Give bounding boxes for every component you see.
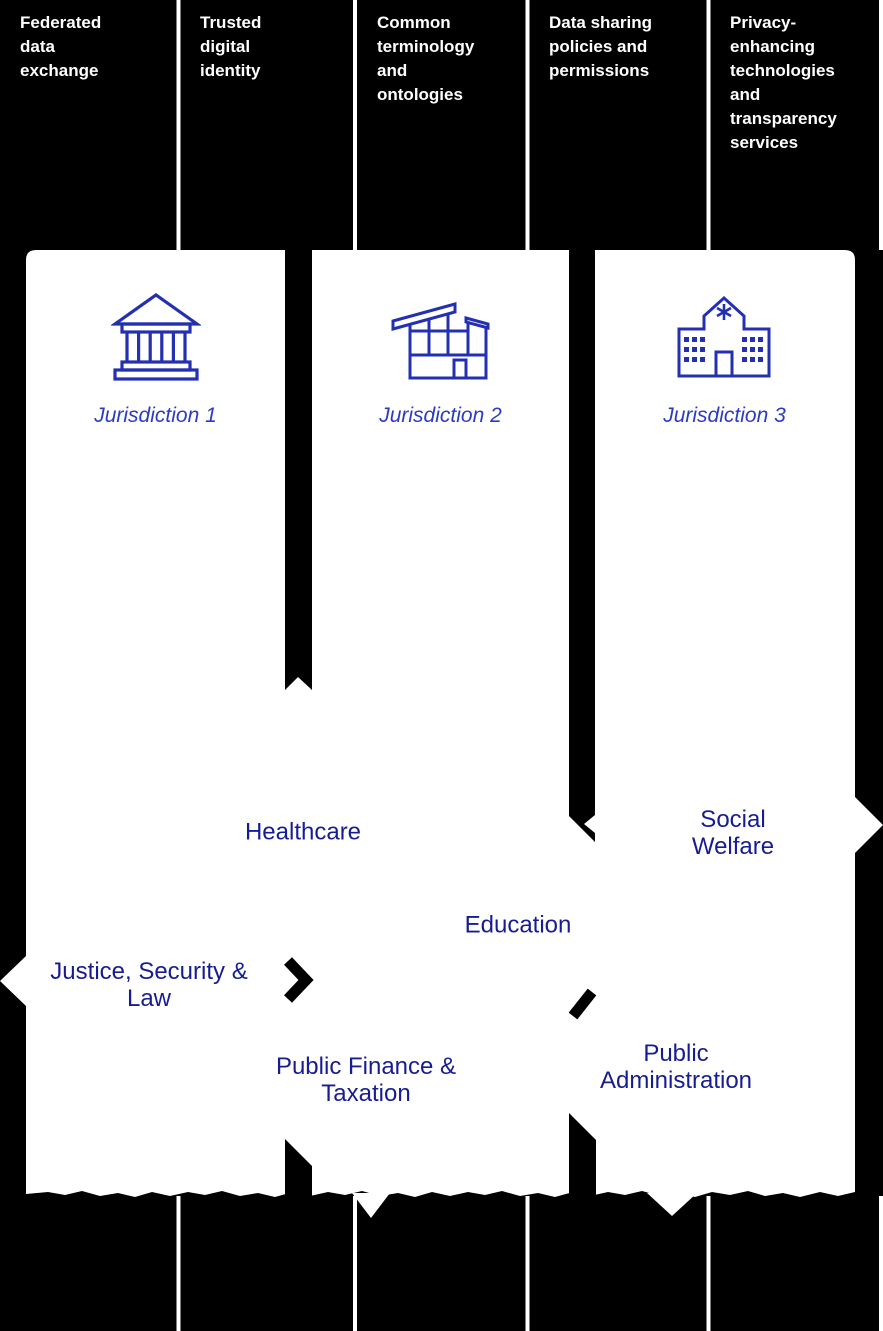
down-arrow-notch-1 [352,1193,390,1218]
top-column-data-sharing-policies: Data sharing policies and permissions [549,13,652,80]
sector-public-administration: Public Administration [599,1040,753,1094]
sector-justice-security-law: Justice, Security & Law [50,958,248,1012]
jurisdiction-2-label: Jurisdiction 2 [379,404,502,427]
sector-healthcare: Healthcare [244,818,362,846]
jurisdiction-3-label: Jurisdiction 3 [663,404,786,427]
top-column-federated-data-exchange: Federated data exchange [20,13,102,80]
down-arrow-notch-2 [647,1193,697,1216]
divider-ribbon-2 [569,250,595,842]
diagonal-dash-icon [568,988,597,1020]
modern-building-icon [391,302,490,380]
top-column-trusted-digital-identity: Trusted digital identity [200,13,262,80]
bank-building-icon [111,293,201,381]
bottom-ribbon-2 [569,1113,596,1205]
sector-social-welfare: Social Welfare [691,806,775,860]
bottom-band-column-gaps [176,1196,883,1331]
divider-ribbon-1 [285,250,312,690]
window-dots [684,337,763,362]
sector-public-finance-taxation: Public Finance & Taxation [275,1053,457,1107]
chevron-right-icon [284,957,314,1003]
top-column-privacy-enhancing: Privacy- enhancing technologies and tran… [730,13,837,152]
bottom-ribbon-1 [285,1139,312,1205]
sector-education: Education [464,911,572,939]
hospital-building-icon [677,296,771,378]
top-column-common-terminology: Common terminology and ontologies [377,13,475,104]
jurisdiction-1-label: Jurisdiction 1 [94,404,217,427]
